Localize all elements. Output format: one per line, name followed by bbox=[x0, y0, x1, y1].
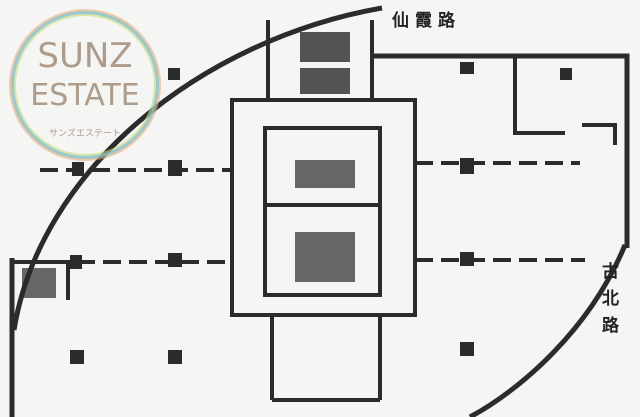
right-room bbox=[513, 58, 565, 135]
sunz-estate-logo: SUNZ ESTATE サンズエステート bbox=[14, 14, 156, 156]
bottom-stair bbox=[270, 315, 382, 402]
road-label-right: 古北路 bbox=[598, 262, 618, 343]
outer-bottom-curve bbox=[468, 244, 628, 417]
road-label-top: 仙霞路 bbox=[392, 11, 461, 31]
core-wall bbox=[230, 98, 417, 317]
inner-core bbox=[263, 126, 382, 297]
right-wc bbox=[582, 123, 617, 145]
logo-text-line1: SUNZ bbox=[37, 36, 133, 76]
outer-top-wall bbox=[372, 53, 630, 248]
logo-text-line3: サンズエステート bbox=[49, 129, 121, 139]
columns bbox=[22, 32, 572, 364]
outer-curved-wall bbox=[11, 5, 383, 331]
logo-text-line2: ESTATE bbox=[30, 78, 140, 113]
top-stair bbox=[266, 20, 374, 100]
